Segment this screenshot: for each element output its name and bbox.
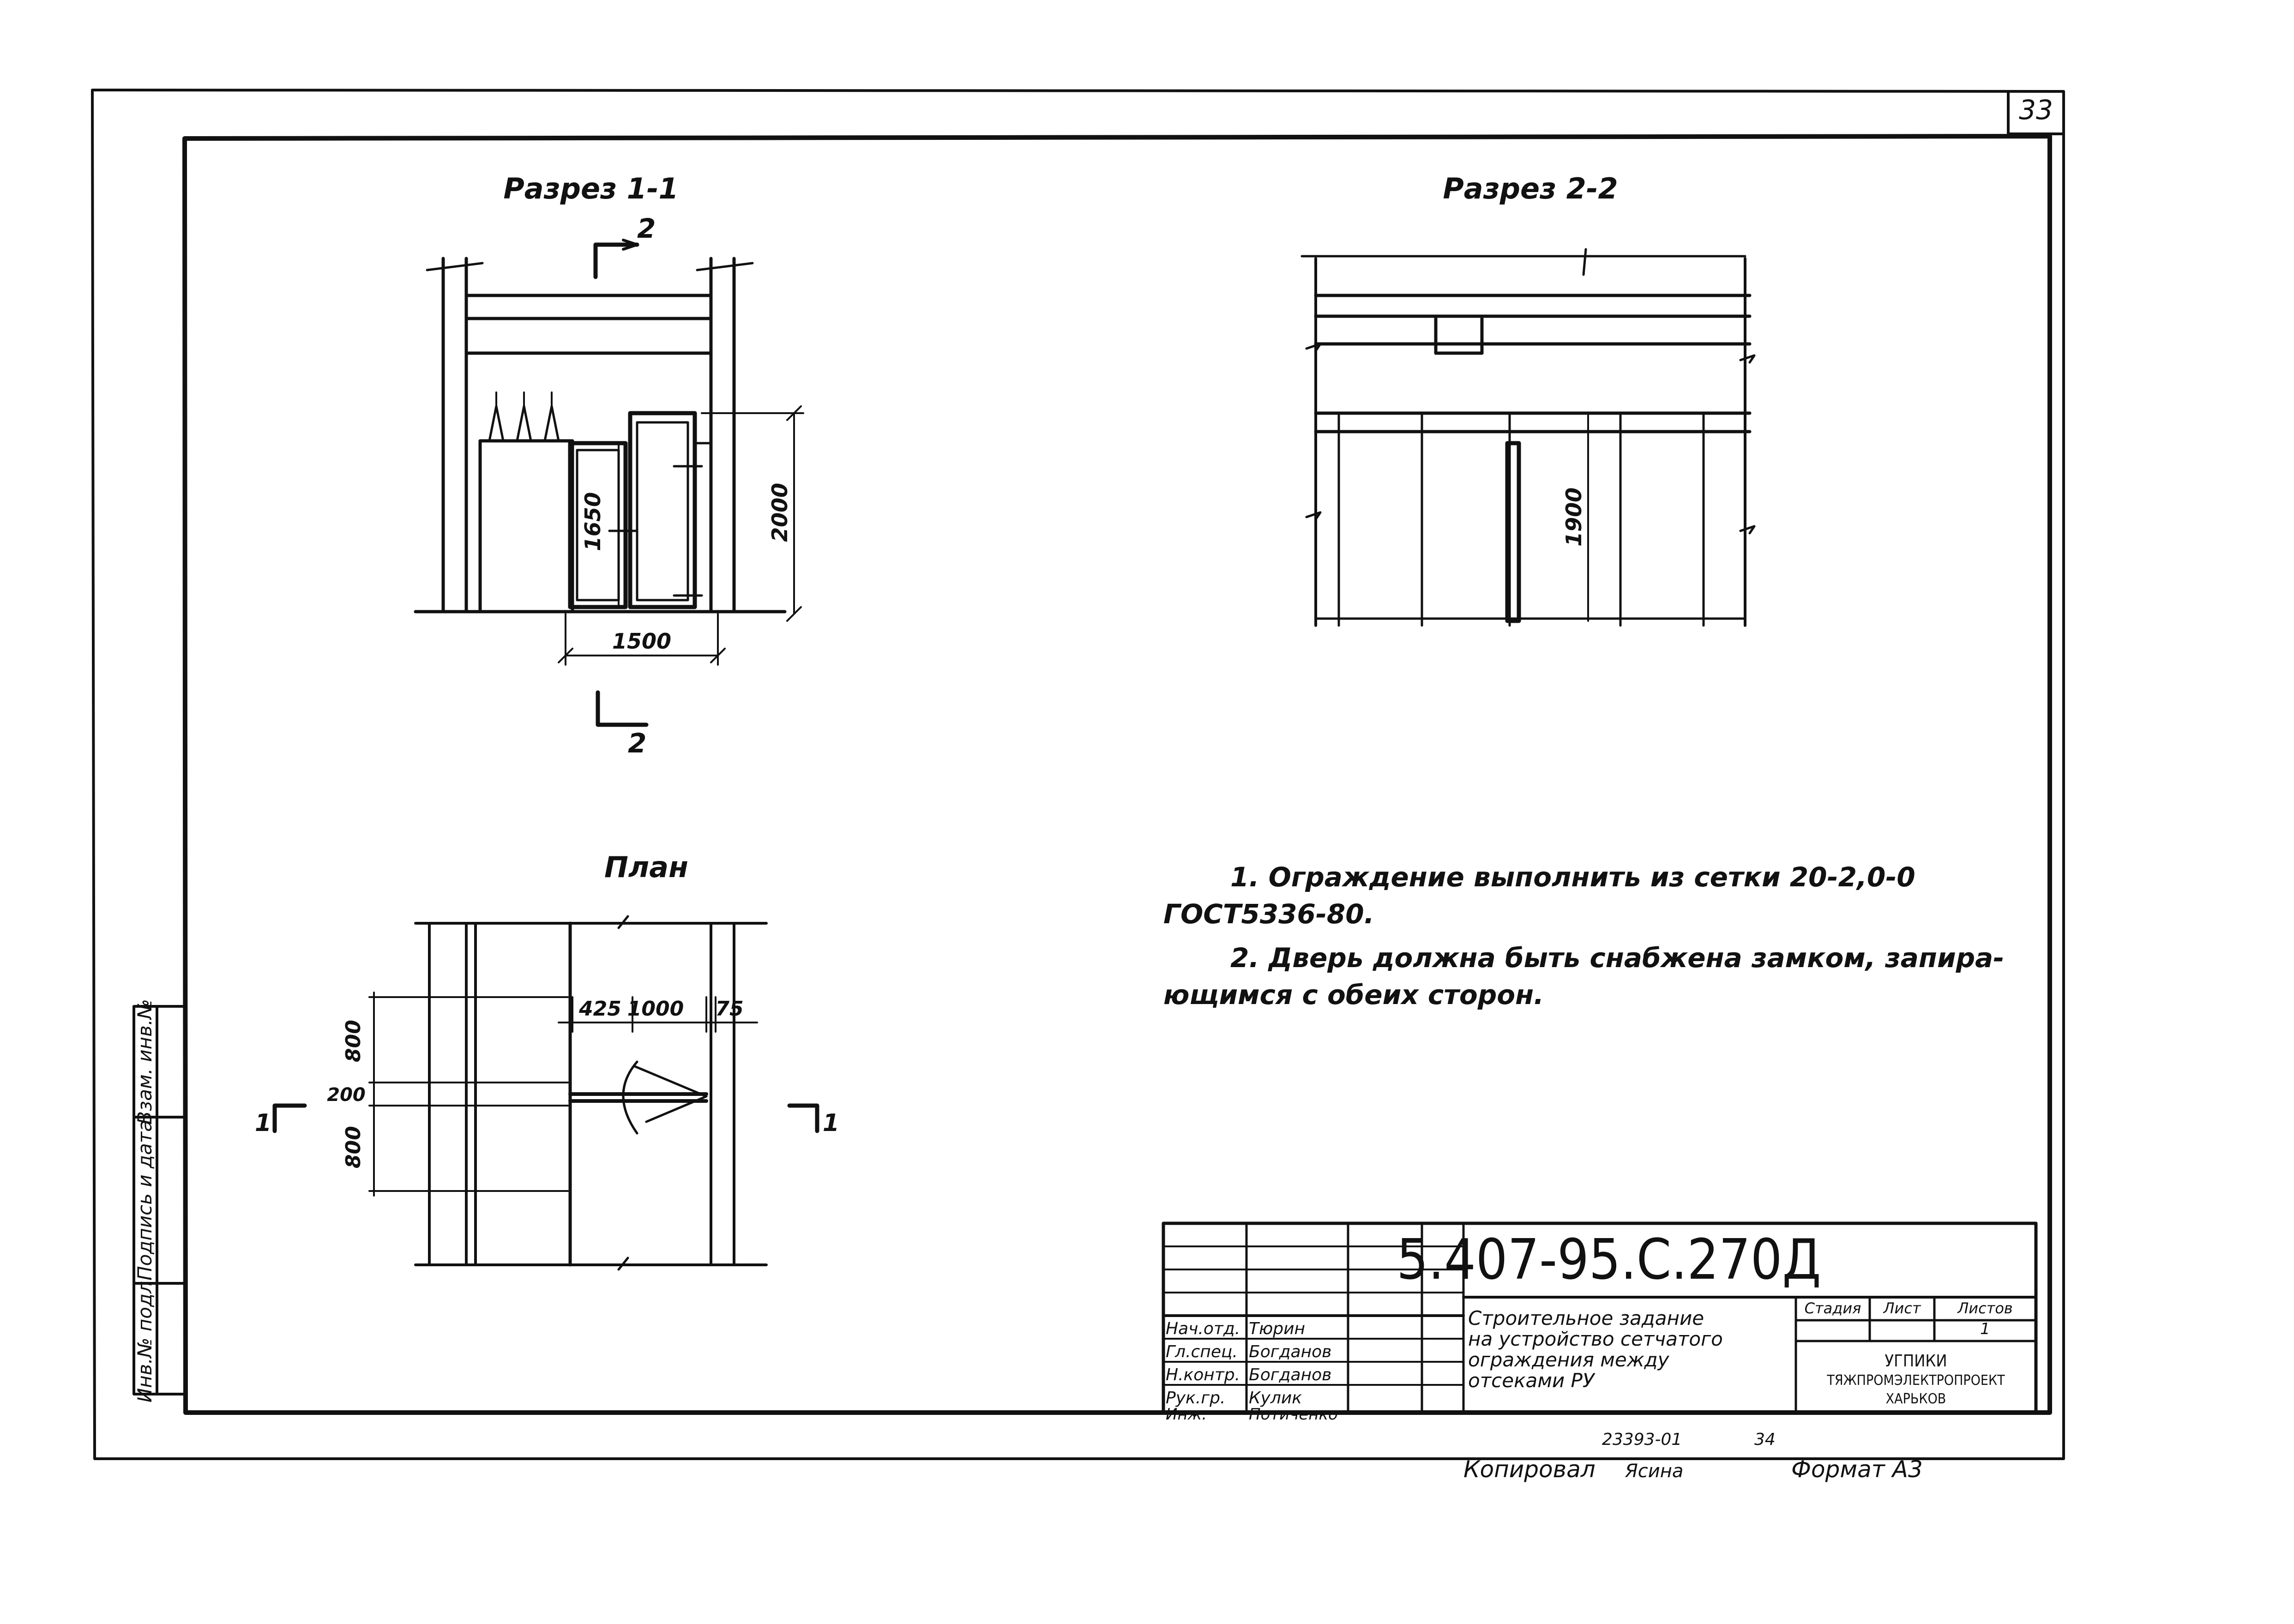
description-l3: ограждения между [1468, 1348, 1670, 1371]
plan-dim-v2: 200 [327, 1084, 366, 1106]
person-name: Богданов [1249, 1342, 1331, 1361]
sheets-header: Листов [1957, 1299, 2013, 1317]
note-1: 1. Ограждение выполнить из сетки 20-2,0-… [1230, 861, 1915, 893]
page-number: 33 [2019, 94, 2053, 126]
section-1-dim-height-total: 2000 [767, 483, 792, 542]
stage-header: Стадия [1805, 1299, 1861, 1317]
page-number-box: 33 [2007, 90, 2065, 135]
plan-cut-mark-right: 1 [823, 1109, 839, 1137]
plan-dim-v1: 800 [342, 1020, 365, 1062]
copied-by: Копировал [1463, 1456, 1596, 1483]
note-1-cont: ГОСТ5336-80. [1163, 898, 1374, 930]
plan-dim-v3: 800 [342, 1126, 365, 1168]
org-line-2: ТЯЖПРОМЭЛЕКТРОПРОЕКТ [1826, 1372, 2005, 1389]
archive-number: 23393-01 [1602, 1430, 1682, 1449]
person-name: Тюрин [1249, 1319, 1305, 1338]
person-role: Нач.отд. [1166, 1319, 1240, 1338]
plan-view: План 800 200 800 425 1000 75 1 1 [255, 850, 839, 1271]
plan-dim-left: 425 [578, 997, 621, 1021]
person-role: Н.контр. [1166, 1365, 1240, 1384]
sheets-value: 1 [1980, 1320, 1990, 1338]
note-2-cont: ющимся с обеих сторон. [1163, 979, 1544, 1010]
person-name: Богданов [1249, 1365, 1331, 1384]
doc-code: 5.407-95.С.270Д [1397, 1228, 1821, 1292]
people-rows: Нач.отд. Тюрин Гл.спец. Богданов Н.контр… [1166, 1319, 1338, 1424]
side-stamp: Инв.№ подл. Подпись и дата Взам. инв.№ [132, 999, 186, 1402]
format-label: Формат А3 [1791, 1456, 1923, 1483]
side-stamp-col1: Инв.№ подл. [133, 1275, 156, 1402]
notes: 1. Ограждение выполнить из сетки 20-2,0-… [1163, 861, 2004, 1010]
plan-dim-door: 1000 [627, 997, 684, 1021]
section-1-cut-mark-top: 2 [637, 213, 656, 244]
person-role: Гл.спец. [1166, 1342, 1238, 1361]
person-name: Потиченко [1249, 1405, 1338, 1424]
section-1-dim-height-door: 1650 [580, 492, 605, 551]
sheet-header: Лист [1883, 1299, 1921, 1317]
section-1-title: Разрез 1-1 [503, 172, 678, 205]
footer: 23393-01 34 Копировал Ясина Формат А3 [1463, 1430, 1923, 1483]
plan-title: План [604, 850, 688, 884]
note-2: 2. Дверь должна быть снабжена замком, за… [1230, 942, 2004, 974]
person-name: Кулик [1249, 1389, 1302, 1407]
side-stamp-col2: Подпись и дата [133, 1120, 156, 1281]
side-stamp-col3: Взам. инв.№ [133, 999, 156, 1125]
section-2-2: Разрез 2-2 1900 [1301, 172, 1756, 627]
plan-cut-mark-left: 1 [255, 1109, 271, 1137]
plan-dim-right: 75 [715, 997, 743, 1021]
person-role: Инж. [1166, 1405, 1207, 1424]
section-2-dim-height: 1900 [1561, 487, 1586, 547]
section-1-cut-mark-bottom: 2 [628, 728, 646, 759]
person-role: Рук.гр. [1166, 1389, 1225, 1407]
section-1-dim-width: 1500 [612, 629, 671, 654]
outer-frame [91, 89, 2065, 1460]
inner-frame [182, 134, 2052, 1415]
section-1-1: Разрез 1-1 2 2 1500 2000 1650 [414, 172, 804, 759]
archive-sheet: 34 [1754, 1430, 1776, 1449]
copied-sign: Ясина [1625, 1461, 1683, 1482]
org-line-3: ХАРЬКОВ [1886, 1391, 1946, 1407]
section-2-title: Разрез 2-2 [1443, 172, 1618, 205]
description-l1: Строительное задание [1468, 1307, 1704, 1329]
description-l2: на устройство сетчатого [1468, 1328, 1723, 1350]
title-block: 5.407-95.С.270Д Строительное задание на … [1162, 1221, 2038, 1424]
description-l4: отсеками РУ [1468, 1369, 1596, 1392]
org-line-1: УГПИКИ [1885, 1352, 1947, 1371]
